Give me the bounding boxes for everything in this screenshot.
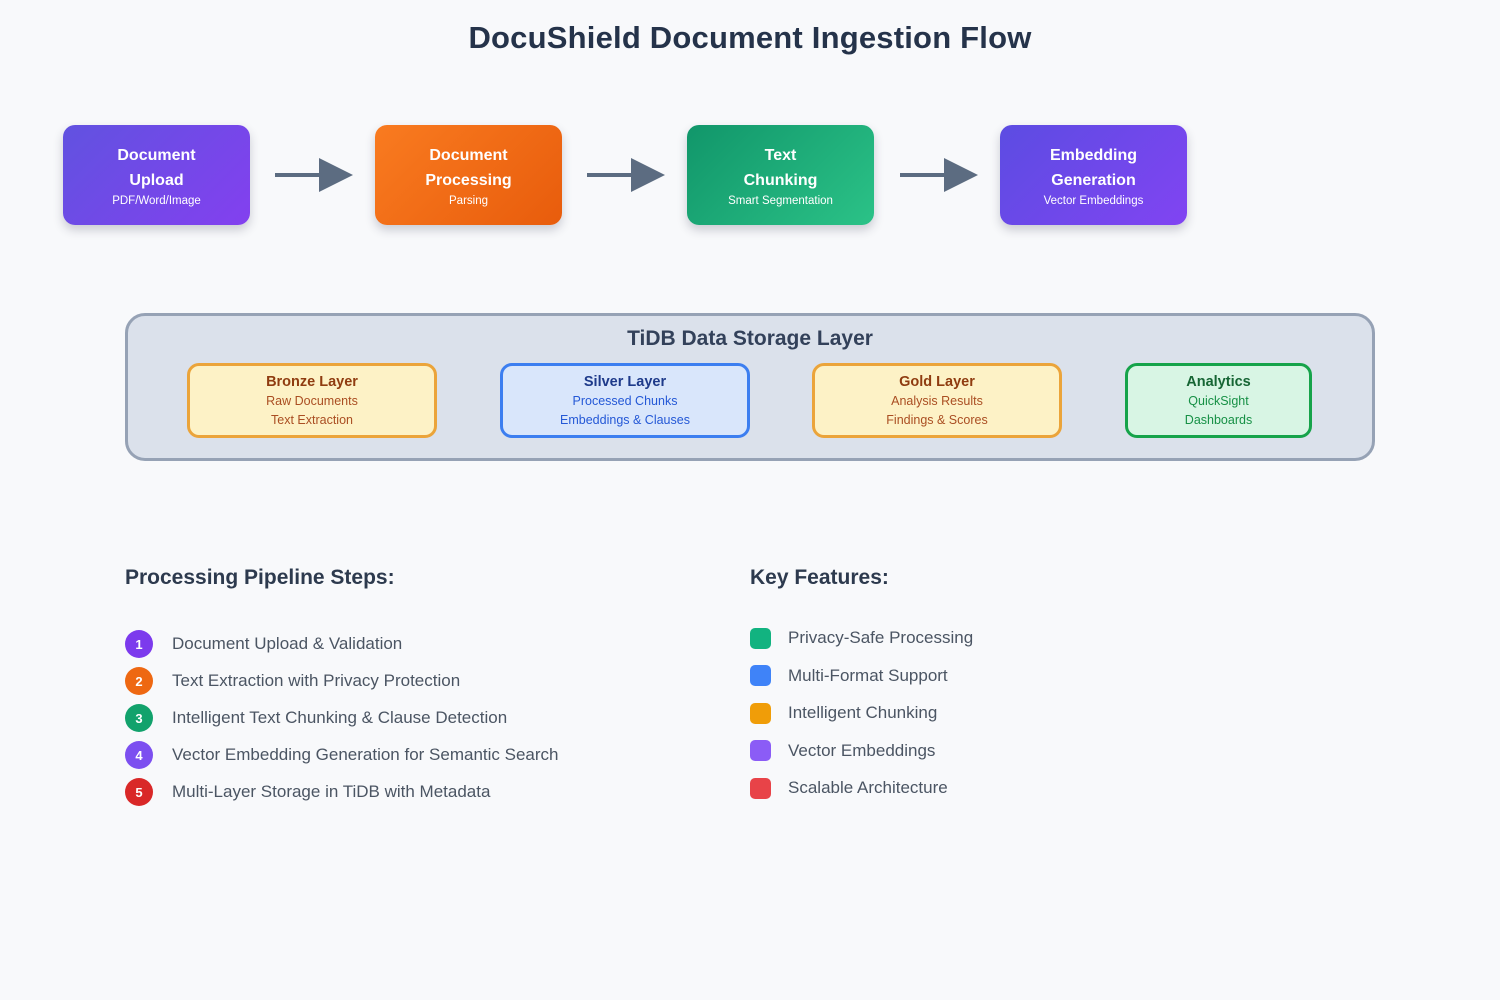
feature-item: Intelligent Chunking (750, 699, 973, 727)
storage-box-line: Analysis Results (891, 393, 983, 408)
storage-box-gold-layer: Gold Layer Analysis Results Findings & S… (812, 363, 1062, 438)
storage-box-line: Findings & Scores (886, 412, 988, 427)
feature-item: Privacy-Safe Processing (750, 624, 973, 652)
flow-node-text-chunking: Text Chunking Smart Segmentation (687, 125, 874, 225)
flow-node-title-line: Embedding (1049, 147, 1138, 164)
flow-node-title-line: Document (429, 147, 508, 164)
flow-node-title-line: Upload (129, 172, 184, 189)
flow-node-title-line: Chunking (743, 172, 818, 189)
flow-node-document-upload: Document Upload PDF/Word/Image (63, 125, 250, 225)
flow-node-subtitle: Parsing (449, 195, 488, 207)
arrow-shaft (587, 173, 633, 177)
key-features-heading: Key Features: (750, 566, 889, 589)
step-number-badge: 4 (125, 741, 153, 769)
arrow-shaft (275, 173, 321, 177)
key-features-list: Privacy-Safe Processing Multi-Format Sup… (750, 624, 973, 812)
feature-item: Multi-Format Support (750, 662, 973, 690)
storage-box-line: Dashboards (1184, 412, 1253, 427)
page-title: DocuShield Document Ingestion Flow (468, 20, 1032, 55)
step-label: Vector Embedding Generation for Semantic… (172, 745, 559, 764)
flow-node-title-line: Document (117, 147, 196, 164)
flow-node-subtitle: PDF/Word/Image (112, 195, 201, 207)
pipeline-step: 2 Text Extraction with Privacy Protectio… (125, 667, 559, 695)
flow-node-title-line: Text (764, 147, 797, 164)
pipeline-step: 1 Document Upload & Validation (125, 630, 559, 658)
arrow-head-icon (319, 158, 353, 192)
pipeline-steps-heading: Processing Pipeline Steps: (125, 566, 395, 589)
arrow-head-icon (944, 158, 978, 192)
flow-node-subtitle: Vector Embeddings (1043, 195, 1144, 207)
feature-label: Privacy-Safe Processing (788, 628, 974, 647)
flow-node-embedding-generation: Embedding Generation Vector Embeddings (1000, 125, 1187, 225)
step-number-badge: 5 (125, 778, 153, 806)
flow-arrow (275, 158, 353, 192)
pipeline-step: 5 Multi-Layer Storage in TiDB with Metad… (125, 778, 559, 806)
storage-box-title: Bronze Layer (266, 373, 358, 390)
flow-arrow (587, 158, 665, 192)
feature-color-swatch (750, 665, 771, 686)
flow-arrow (900, 158, 978, 192)
arrow-shaft (900, 173, 946, 177)
feature-color-swatch (750, 627, 771, 649)
storage-box-silver-layer: Silver Layer Processed Chunks Embeddings… (500, 363, 750, 438)
feature-label: Scalable Architecture (788, 778, 948, 797)
pipeline-step: 4 Vector Embedding Generation for Semant… (125, 741, 559, 769)
feature-color-swatch (750, 777, 771, 799)
step-label: Document Upload & Validation (172, 634, 403, 653)
step-number-badge: 2 (125, 667, 153, 695)
storage-box-line: QuickSight (1188, 393, 1249, 408)
storage-box-title: Analytics (1186, 373, 1251, 390)
feature-color-swatch (750, 702, 771, 724)
arrow-head-icon (631, 158, 665, 192)
flow-node-title-line: Generation (1051, 172, 1136, 189)
feature-item: Scalable Architecture (750, 774, 973, 802)
pipeline-step: 3 Intelligent Text Chunking & Clause Det… (125, 704, 559, 732)
feature-label: Intelligent Chunking (788, 703, 938, 722)
step-number-badge: 3 (125, 704, 153, 732)
flow-node-subtitle: Smart Segmentation (728, 195, 833, 207)
storage-box-analytics: Analytics QuickSight Dashboards (1125, 363, 1312, 438)
step-label: Multi-Layer Storage in TiDB with Metadat… (172, 782, 491, 801)
storage-box-title: Silver Layer (583, 373, 667, 390)
storage-box-title: Gold Layer (899, 373, 975, 390)
storage-box-line: Processed Chunks (572, 393, 678, 408)
feature-color-swatch (750, 740, 771, 761)
step-label: Intelligent Text Chunking & Clause Detec… (172, 708, 508, 727)
step-label: Text Extraction with Privacy Protection (172, 671, 461, 690)
pipeline-steps-list: 1 Document Upload & Validation 2 Text Ex… (125, 630, 559, 815)
storage-box-bronze-layer: Bronze Layer Raw Documents Text Extracti… (187, 363, 437, 438)
flow-node-title-line: Processing (425, 172, 512, 189)
feature-item: Vector Embeddings (750, 737, 973, 765)
step-number-badge: 1 (125, 630, 153, 658)
storage-box-line: Raw Documents (266, 393, 358, 408)
storage-layer-title: TiDB Data Storage Layer (627, 327, 873, 350)
storage-box-line: Embeddings & Clauses (560, 412, 690, 427)
flow-node-document-processing: Document Processing Parsing (375, 125, 562, 225)
feature-label: Multi-Format Support (788, 665, 948, 685)
feature-label: Vector Embeddings (788, 740, 936, 760)
storage-box-line: Text Extraction (271, 412, 353, 427)
